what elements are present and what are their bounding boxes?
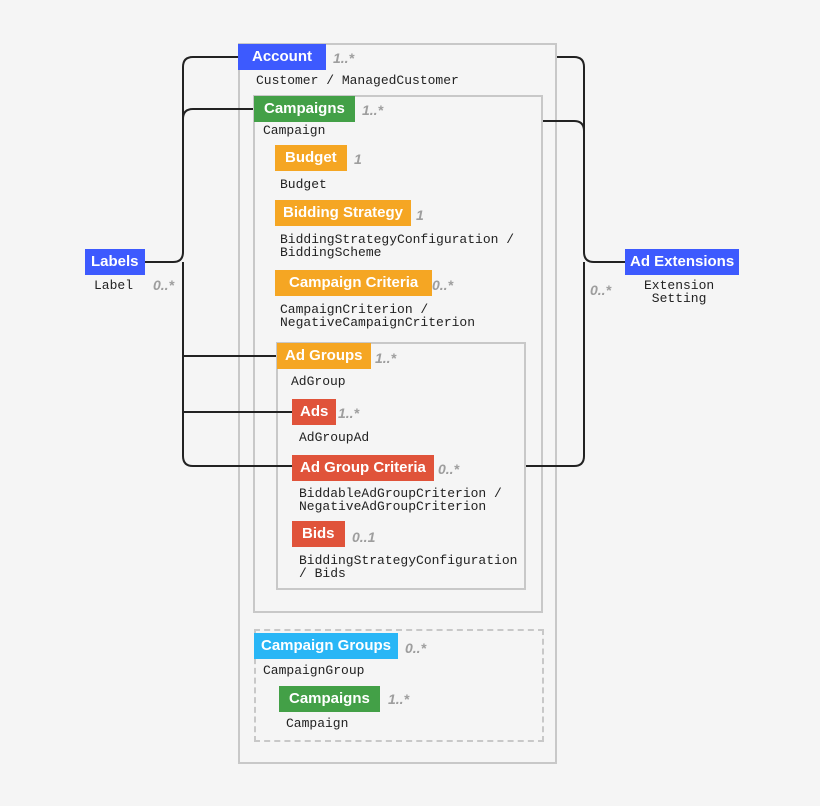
ad-groups-multiplicity: 1..* bbox=[375, 350, 397, 366]
ad-groups-tag: Ad Groups bbox=[277, 343, 371, 369]
account-class: Customer / ManagedCustomer bbox=[256, 73, 459, 88]
labels-class: Label bbox=[94, 278, 134, 293]
ad-extensions-class: Extension Setting bbox=[644, 278, 715, 306]
ads-tag: Ads bbox=[292, 399, 337, 425]
group-campaigns-class: Campaign bbox=[286, 716, 349, 731]
campaigns-multiplicity: 1..* bbox=[362, 102, 384, 118]
bids-tag: Bids bbox=[292, 521, 345, 547]
budget-tag: Budget bbox=[275, 145, 347, 171]
campaign-groups-container bbox=[254, 629, 544, 742]
account-container bbox=[238, 43, 557, 764]
ads-class: AdGroupAd bbox=[299, 430, 370, 445]
ad-extensions-tag: Ad Extensions bbox=[625, 249, 740, 275]
group-campaigns-tag: Campaigns bbox=[279, 686, 380, 712]
bids-class: BiddingStrategyConfiguration / Bids bbox=[299, 553, 518, 581]
campaign-criteria-class: CampaignCriterion / NegativeCampaignCrit… bbox=[280, 302, 476, 330]
labels-connector bbox=[142, 56, 292, 467]
campaigns-container bbox=[253, 95, 543, 613]
ad-group-criteria-tag: Ad Group Criteria bbox=[292, 455, 434, 481]
labels-multiplicity: 0..* bbox=[153, 277, 175, 293]
campaign-groups-tag: Campaign Groups bbox=[254, 633, 399, 659]
budget-class: Budget bbox=[280, 177, 327, 192]
campaign-groups-class: CampaignGroup bbox=[263, 663, 365, 678]
ad-extensions-multiplicity: 0..* bbox=[590, 282, 612, 298]
campaigns-class: Campaign bbox=[263, 123, 326, 138]
campaign-criteria-multiplicity: 0..* bbox=[432, 277, 454, 293]
campaigns-tag: Campaigns bbox=[254, 96, 355, 122]
campaign-criteria-tag: Campaign Criteria bbox=[275, 270, 433, 296]
bidding-strategy-multiplicity: 1 bbox=[416, 207, 424, 223]
ads-multiplicity: 1..* bbox=[338, 405, 360, 421]
ad-groups-class: AdGroup bbox=[291, 374, 346, 389]
ad-group-criteria-class: BiddableAdGroupCriterion / NegativeAdGro… bbox=[299, 486, 502, 514]
bidding-strategy-class: BiddingStrategyConfiguration / BiddingSc… bbox=[280, 232, 515, 260]
ad-extensions-connector bbox=[526, 56, 625, 467]
group-campaigns-multiplicity: 1..* bbox=[388, 691, 410, 707]
ad-group-criteria-multiplicity: 0..* bbox=[438, 461, 460, 477]
campaign-groups-multiplicity: 0..* bbox=[405, 640, 427, 656]
account-tag: Account bbox=[238, 44, 326, 70]
labels-tag: Labels bbox=[85, 249, 145, 275]
bidding-strategy-tag: Bidding Strategy bbox=[275, 200, 412, 226]
bids-multiplicity: 0..1 bbox=[352, 529, 376, 545]
account-multiplicity: 1..* bbox=[333, 50, 355, 66]
budget-multiplicity: 1 bbox=[354, 151, 362, 167]
